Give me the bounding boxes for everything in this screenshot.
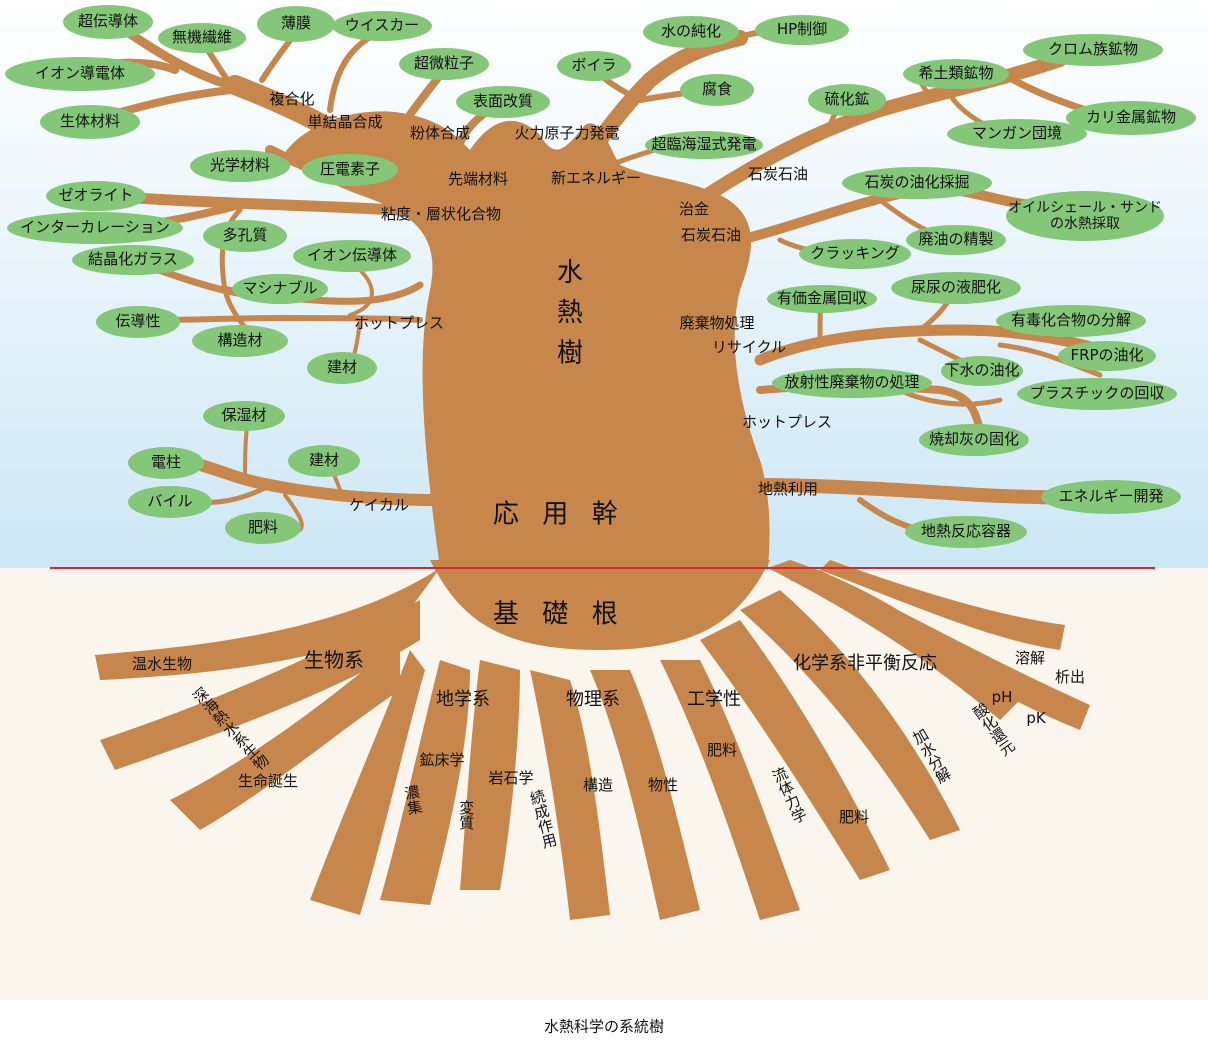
branch-label: 廃棄物処理 [679,314,755,332]
leaf-label: 多孔質 [203,220,287,252]
branch-label: ケイカル [349,496,409,514]
leaf-label: クラッキング [799,239,911,269]
leaf-label: マンガン団境 [947,119,1087,149]
leaf-label: ゼオライト [46,181,146,211]
leaf-label: クロム族鉱物 [1023,34,1163,66]
leaf-label: 水の純化 [643,16,739,48]
leaf-label: 腐食 [680,74,754,106]
root-field-label: 地学系 [436,689,490,711]
branch-label: ホットプレス [741,413,833,431]
leaf-label: 地熱反応容器 [905,516,1027,548]
branch-label: 火力原子力発電 [514,124,620,142]
root-label: 肥料 [838,808,870,826]
leaf-label: 構造材 [192,325,288,357]
root-label: pH [991,688,1013,706]
leaf-label: 伝導性 [96,306,180,338]
leaf-label: 超微粒子 [399,48,489,80]
leaf-label: FRPの油化 [1058,341,1156,371]
leaf-label: 肥料 [225,512,301,544]
root-label: 肥料 [706,741,738,759]
root-field-label: 生物系 [304,648,364,672]
leaf-label: 放射性廃棄物の処理 [772,368,932,398]
crown-title: 水熱樹 [552,258,583,379]
tree-trunk [280,111,770,568]
leaf-label: マシナブル [232,274,328,304]
leaf-label: 圧電素子 [302,154,398,186]
root-label: 生命誕生 [237,772,299,790]
leaf-label: 硫化鉱 [808,84,886,116]
leaf-label: 焼却灰の固化 [919,424,1029,456]
branch-label: 粘度・層状化合物 [380,205,502,223]
root-label: 溶解 [1014,649,1046,667]
figure-caption: 水熱科学の系統樹 [543,1017,665,1036]
leaf-label: 廃油の精製 [906,225,1006,255]
root-label: 鉱床学 [419,751,465,769]
leaf-label: インターカレーション [7,212,183,244]
leaf-label: プラスチックの回収 [1017,378,1177,410]
leaf-label: 建材 [288,445,360,477]
root-title: 基礎根 [492,599,642,630]
root-field-label: 化学系非平衡反応 [793,653,937,675]
leaf-label: 電柱 [128,447,204,479]
leaf-label: 結晶化ガラス [72,245,194,275]
trunk-title: 応用幹 [492,499,642,530]
root-label: 析出 [1054,668,1086,686]
leaf-label: バイル [128,486,212,518]
leaf-label: 石炭の油化採掘 [842,167,992,199]
leaf-label: 無機繊維 [158,23,246,53]
leaf-label: 下水の油化 [941,356,1023,386]
root-field-label: 物理系 [566,689,620,711]
branch-label: ホットプレス [353,314,445,332]
leaf-label: イオン伝導体 [293,240,411,272]
leaf-label: エネルギー開発 [1041,480,1181,514]
branch-label: 単結晶合成 [307,113,383,131]
root-label: pK [1026,709,1046,727]
branch-label: 先端材料 [447,170,509,188]
leaf-label: 尿尿の液肥化 [891,272,1021,304]
leaf-label: 表面改質 [456,86,550,118]
leaf-label: HP制御 [755,15,849,45]
leaf-label: 保湿材 [203,401,285,431]
leaf-label: カリ金属鉱物 [1066,101,1196,135]
root-label: 構造 [582,776,614,794]
branch-label: 複合化 [269,90,315,108]
leaf-label: イオン導電体 [5,57,155,91]
leaf-label: 建材 [307,352,377,384]
leaf-label: オイルシェール・サンドの水熱採取 [1006,191,1164,241]
branch-label: 石炭石油 [747,165,809,183]
leaf-label: 超臨海湿式発電 [645,131,763,159]
roots [95,560,1090,920]
leaf-label: 超伝導体 [63,5,153,39]
root-label: 物性 [647,776,679,794]
root-label: 温水生物 [131,655,193,673]
branch-label: リサイクル [711,338,787,356]
leaf-label: ウイスカー [332,11,432,41]
branch-label: 地熱利用 [757,480,819,498]
leaf-label: 希土類鉱物 [903,59,1009,89]
root-field-label: 工学性 [687,689,741,711]
leaf-label: 有価金属回収 [767,285,877,313]
leaf-label: 生体材料 [40,105,140,139]
leaf-label: 薄膜 [257,6,335,42]
leaf-label: ボイラ [557,51,631,81]
branch-label: 粉体合成 [409,124,471,142]
root-label: 岩石学 [488,769,534,787]
branch-label: 新エネルギー [550,169,642,187]
root-vertical-label: 変質 [457,800,476,830]
branch-label: 治金 [678,200,710,218]
branch-label: 石炭石油 [680,226,742,244]
leaf-label: 光学材料 [190,150,290,182]
leaf-label: 有毒化合物の分解 [996,305,1146,337]
